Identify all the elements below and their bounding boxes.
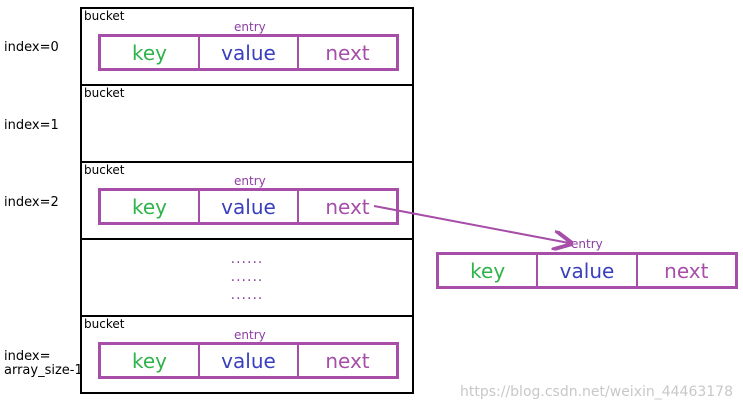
key-cell: key [101,191,200,222]
next-cell: next [325,348,370,373]
bucket-label: bucket [84,9,125,23]
bucket-0: bucket entry key value next [80,7,414,86]
key-cell: key [101,37,200,68]
bucket-label: bucket [84,163,125,177]
key-cell: key [101,345,200,376]
index-label-last-line1: index= [4,349,51,364]
bucket-2: bucket entry key value next [80,161,414,240]
bucket-last: bucket entry key value next [80,315,414,394]
ellipsis-dots-3: ...... [230,287,264,303]
next-cell: next [325,40,370,65]
entry-box: key value next [98,188,399,225]
value-cell: value [538,255,638,286]
watermark: https://blog.csdn.net/weixin_44463178 [459,384,733,400]
ellipsis-dots-2: ...... [230,269,264,285]
chained-entry-label: entry [571,237,603,251]
value-cell: value [200,345,299,376]
bucket-label: bucket [84,86,125,100]
index-label-1: index=1 [4,118,59,133]
next-cell: next [664,258,709,283]
entry-label: entry [234,328,266,342]
key-cell: key [439,255,539,286]
bucket-label: bucket [84,317,125,331]
entry-box: key value next [98,34,399,71]
value-cell: value [200,37,299,68]
index-label-2: index=2 [4,195,59,210]
next-cell: next [325,194,370,219]
entry-box: key value next [98,342,399,379]
value-cell: value [200,191,299,222]
index-label-last-line2: array_size-1 [4,363,83,378]
entry-label: entry [234,174,266,188]
entry-label: entry [234,20,266,34]
chained-entry-box: key value next [436,252,738,289]
index-label-0: index=0 [4,40,59,55]
ellipsis-dots-1: ...... [230,251,264,267]
